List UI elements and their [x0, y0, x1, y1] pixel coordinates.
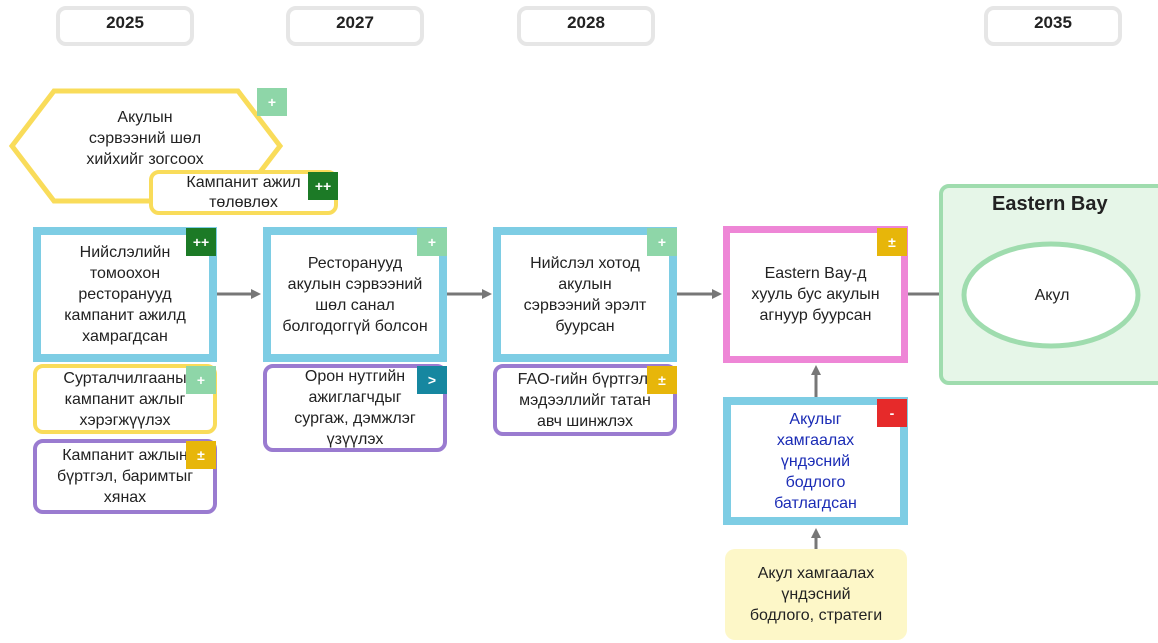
tag-outcome-1: ++	[186, 228, 216, 256]
year-2035: 2035	[984, 6, 1122, 46]
outcome-demand-decreased: Нийслэл хотод акулын сэрвээний эрэлт буу…	[493, 227, 677, 362]
tag-activity-1: +	[186, 366, 216, 394]
activity-fao-analysis: FAO-гийн бүртгэл, мэдээллийг татан авч ш…	[493, 364, 677, 436]
year-2025: 2025	[56, 6, 194, 46]
campaign-plan-box: Кампанит ажил төлөвлөх	[149, 170, 338, 215]
tag-campaign-plan: ++	[308, 172, 338, 200]
tag-hexagon: +	[257, 88, 287, 116]
shark-target-label: Акул	[1034, 286, 1070, 304]
year-2028: 2028	[517, 6, 655, 46]
tag-outcome-3: +	[647, 228, 677, 256]
tag-activity-4: ±	[647, 366, 677, 394]
tag-activity-3: >	[417, 366, 447, 394]
hexagon-goal: Акулын сэрвээний шөл хийхийг зогсоох	[86, 108, 204, 168]
tag-activity-2: ±	[186, 441, 216, 469]
tag-policy: -	[877, 399, 907, 427]
outcome-restaurants-stopped: Ресторанууд акулын сэрвээний шөл санал б…	[263, 227, 447, 362]
tag-outcome-2: +	[417, 228, 447, 256]
activity-train-observers: Орон нутгийн ажиглагчдыг сургаж, дэмжлэг…	[263, 364, 447, 452]
region-title: Eastern Bay	[992, 193, 1108, 215]
tag-outcome-4: ±	[877, 228, 907, 256]
policy-strategy-note: Акул хамгаалах үндэсний бодлого, стратег…	[725, 549, 907, 640]
shark-target-ellipse	[961, 241, 1141, 349]
year-2027: 2027	[286, 6, 424, 46]
